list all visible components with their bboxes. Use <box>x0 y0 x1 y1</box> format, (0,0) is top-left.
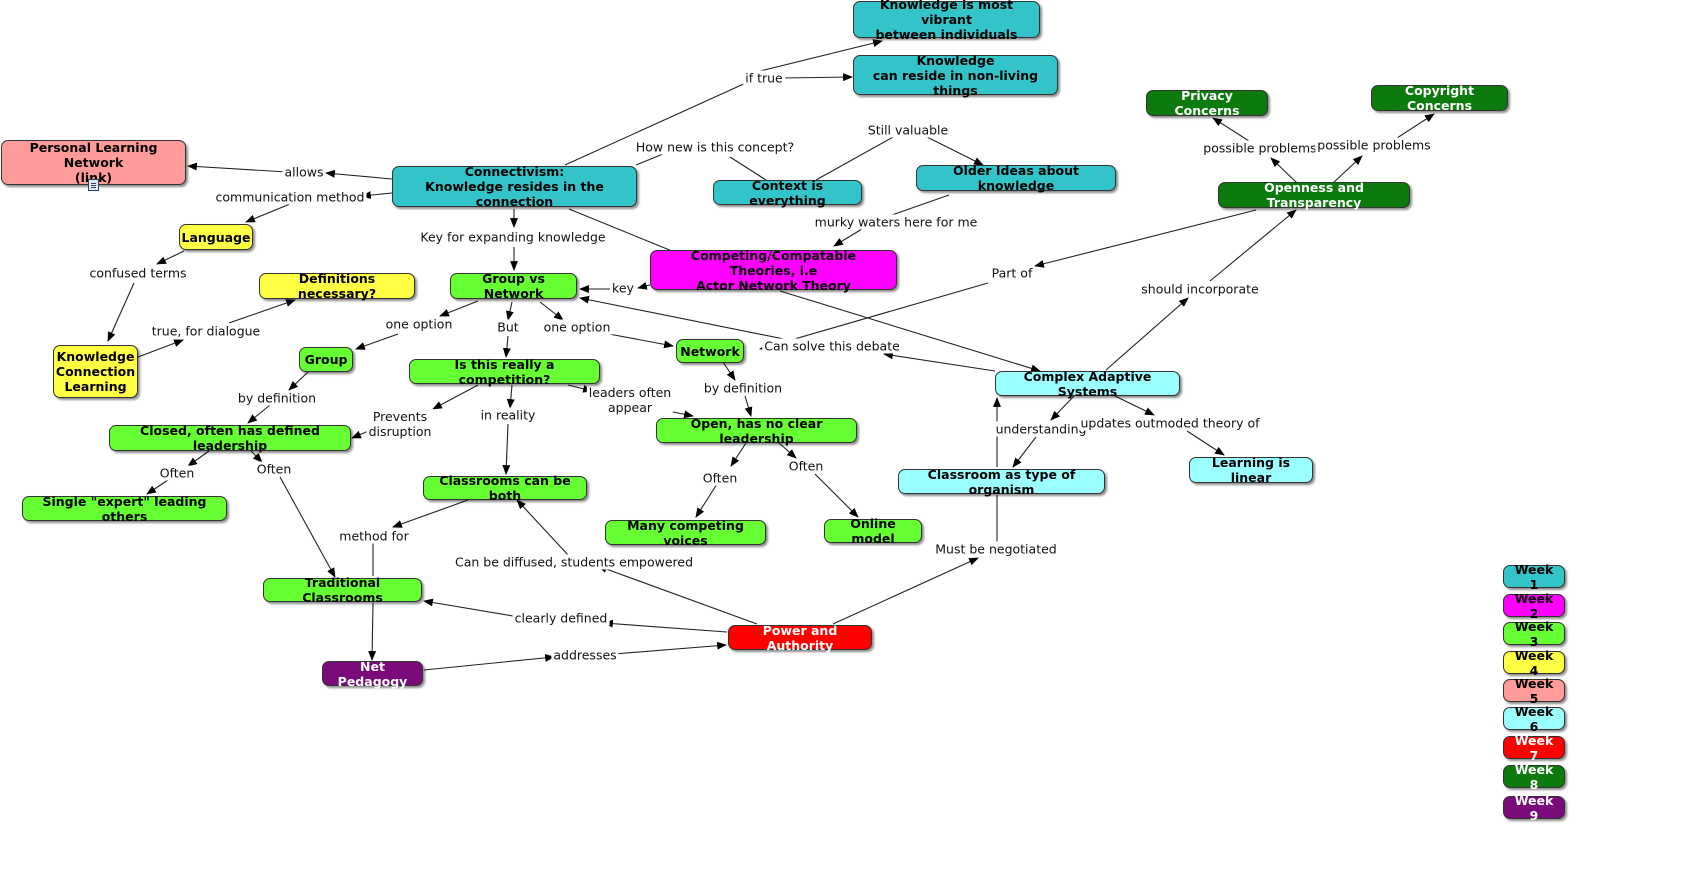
link-label-possible-problems-privacy: possible problems <box>1201 140 1319 156</box>
concept-single-expert[interactable]: Single "expert" leading others <box>22 494 227 524</box>
link-document-icon[interactable] <box>88 179 99 191</box>
link-label-by-definition-group: by definition <box>235 390 319 406</box>
concept-connectivism[interactable]: Connectivism: Knowledge resides in the c… <box>392 164 637 209</box>
legend-item-week-1: Week 1 <box>1503 562 1565 592</box>
link-label-addresses: addresses <box>551 647 619 663</box>
concept-competing-theories[interactable]: Competing/Compatable Theories, i.e Actor… <box>650 248 897 293</box>
link-label-key: key <box>610 280 636 296</box>
link-label-often-traditional: Often <box>254 461 294 477</box>
concept-classroom-as-organism[interactable]: Classroom as type of organism <box>898 467 1105 497</box>
legend-item-week-4: Week 4 <box>1503 648 1565 678</box>
link-label-by-definition-network: by definition <box>701 380 785 396</box>
concept-knowledge-non-living[interactable]: Knowledge can reside in non-living thing… <box>853 53 1058 98</box>
link-label-confused-terms: confused terms <box>87 265 189 281</box>
link-label-often-expert: Often <box>157 465 197 481</box>
link-label-often-online: Often <box>786 458 826 474</box>
link-label-part-of: Part of <box>989 265 1035 281</box>
link-label-clearly-defined: clearly defined <box>512 610 610 626</box>
link-label-can-solve-debate: Can solve this debate <box>762 338 902 354</box>
link-label-still-valuable: Still valuable <box>865 122 951 138</box>
concept-group[interactable]: Group <box>299 347 353 372</box>
link-label-must-be-negotiated: Must be negotiated <box>933 541 1059 557</box>
concept-language[interactable]: Language <box>179 224 253 250</box>
link-label-allows: allows <box>282 164 326 180</box>
link-label-if-true: if true <box>743 70 785 86</box>
concept-network[interactable]: Network <box>676 339 744 363</box>
link-label-method-for: method for <box>337 528 411 544</box>
concept-group-vs-network[interactable]: Group vs Network <box>450 271 577 301</box>
legend-item-week-9: Week 9 <box>1503 793 1565 823</box>
link-label-prevents-disruption: Prevents disruption <box>366 409 434 439</box>
concept-knowledge-vibrant[interactable]: Knowledge is most vibrant between indivi… <box>853 0 1040 42</box>
link-label-true-for-dialogue: true, for dialogue <box>149 323 263 339</box>
concept-copyright-concerns[interactable]: Copyright Concerns <box>1371 83 1508 113</box>
legend-item-week-6: Week 6 <box>1503 704 1565 734</box>
concept-privacy-concerns[interactable]: Privacy Concerns <box>1146 88 1268 118</box>
link-label-how-new: How new is this concept? <box>633 139 797 155</box>
legend-item-week-3: Week 3 <box>1503 619 1565 649</box>
concept-net-pedagogy[interactable]: Net Pedagogy <box>322 659 423 689</box>
concept-closed-defined-leadership[interactable]: Closed, often has defined leadership <box>109 423 351 453</box>
concept-openness-transparency[interactable]: Openness and Transparency <box>1218 180 1410 210</box>
legend-item-week-7: Week 7 <box>1503 733 1565 763</box>
concept-traditional-classrooms[interactable]: Traditional Classrooms <box>263 575 422 605</box>
link-label-murky-waters: murky waters here for me <box>812 214 980 230</box>
concept-classrooms-can-be-both[interactable]: Classrooms can be both <box>423 473 587 503</box>
link-label-possible-problems-copyright: possible problems <box>1315 137 1433 153</box>
concept-knowledge-connection-learning[interactable]: Knowledge Connection Learning <box>53 345 138 398</box>
link-label-often-voices: Often <box>700 470 740 486</box>
link-label-can-be-diffused: Can be diffused, students empowered <box>452 554 696 570</box>
legend-item-week-2: Week 2 <box>1503 591 1565 621</box>
concept-complex-adaptive-systems[interactable]: Complex Adaptive Systems <box>995 369 1180 399</box>
link-label-communication-method: communication method <box>213 189 367 205</box>
link-label-understanding: understanding <box>993 421 1089 437</box>
legend-item-week-5: Week 5 <box>1503 676 1565 706</box>
concept-online-model[interactable]: Online model <box>824 516 922 546</box>
legend-item-week-8: Week 8 <box>1503 762 1565 792</box>
concept-really-a-competition[interactable]: Is this really a competition? <box>409 357 600 387</box>
concept-open-no-clear-leadership[interactable]: Open, has no clear leadership <box>656 416 857 446</box>
concept-definitions-necessary[interactable]: Definitions necessary? <box>259 271 415 301</box>
link-label-key-for-expanding: Key for expanding knowledge <box>418 229 608 245</box>
link-label-should-incorporate: should incorporate <box>1139 281 1261 297</box>
concept-context-is-everything[interactable]: Context is everything <box>713 178 862 208</box>
link-label-one-option-group: one option <box>383 316 455 332</box>
concept-learning-is-linear[interactable]: Learning is linear <box>1189 455 1313 485</box>
link-label-leaders-often-appear: leaders often appear <box>586 385 674 415</box>
link-label-updates-outmoded: updates outmoded theory of <box>1078 415 1262 431</box>
concept-older-ideas[interactable]: Older Ideas about knowledge <box>916 163 1116 193</box>
link-label-one-option-network: one option <box>541 319 613 335</box>
concept-power-and-authority[interactable]: Power and Authority <box>728 623 872 653</box>
link-label-in-reality: in reality <box>478 407 538 423</box>
link-label-but: But <box>495 319 521 335</box>
concept-many-competing-voices[interactable]: Many competing voices <box>605 518 766 548</box>
